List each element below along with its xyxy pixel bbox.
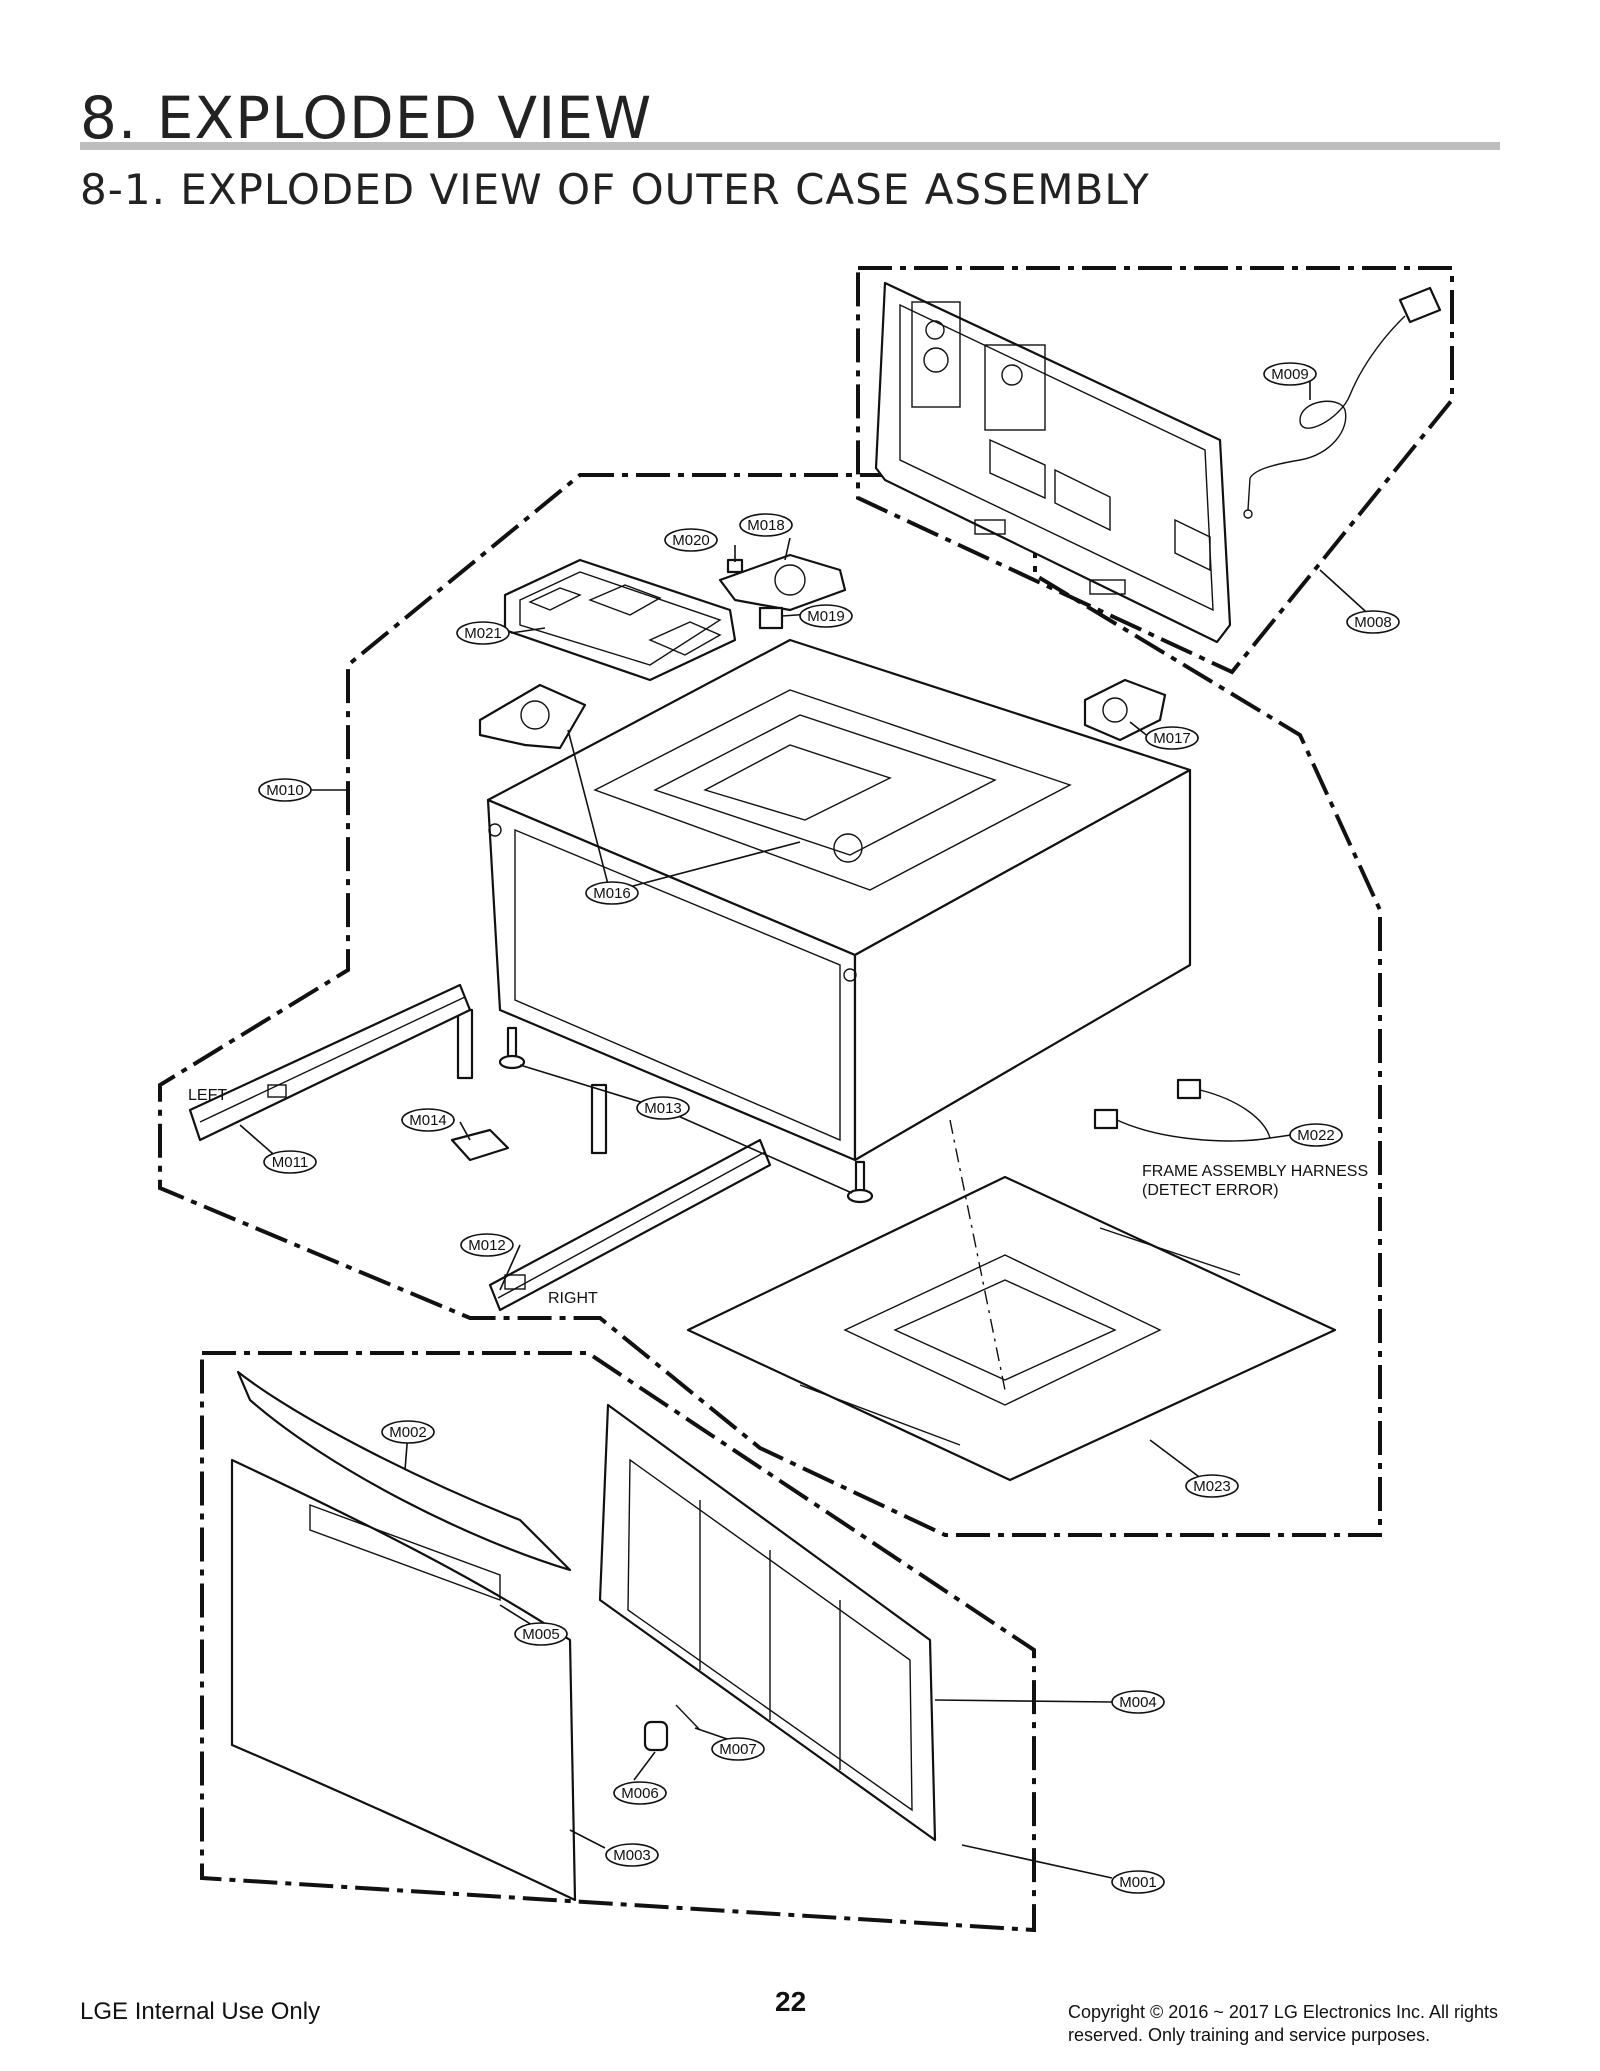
callout-M002: M002 [381, 1420, 435, 1444]
svg-text:M017: M017 [1153, 730, 1191, 747]
svg-text:M001: M001 [1119, 1874, 1157, 1891]
left-rail-label: LEFT [188, 1087, 228, 1104]
title-divider [80, 142, 1500, 150]
callout-M001: M001 [1111, 1870, 1165, 1894]
callout-M021: M021 [456, 621, 510, 645]
callout-M018: M018 [739, 513, 793, 537]
callout-M006: M006 [613, 1781, 667, 1805]
callout-M016: M016 [585, 881, 639, 905]
right-rail-label: RIGHT [548, 1290, 598, 1307]
svg-text:M006: M006 [621, 1785, 659, 1802]
drawer-frame-part [598, 1403, 937, 1842]
corner-bracket-part [1083, 678, 1167, 742]
svg-text:M013: M013 [644, 1100, 682, 1117]
svg-text:M016: M016 [593, 885, 631, 902]
cabinet-group-boundary [158, 473, 1382, 1537]
svg-text:M004: M004 [1119, 1694, 1157, 1711]
back-panel-group-boundary [856, 266, 1454, 675]
copyright-line-2: reserved. Only training and service purp… [1068, 2025, 1431, 2045]
power-cord-part [1243, 286, 1442, 519]
svg-text:M019: M019 [807, 608, 845, 625]
svg-text:M011: M011 [272, 1154, 308, 1171]
drawer-group-boundary [200, 1351, 1036, 1933]
centerline [949, 1119, 1006, 1391]
callout-M011: M011 [263, 1150, 317, 1174]
base-plate-part [686, 1175, 1337, 1482]
front-panel-part [230, 1458, 577, 1902]
callout-M004: M004 [1111, 1690, 1165, 1714]
back-panel-part [874, 281, 1232, 644]
svg-text:M010: M010 [266, 782, 304, 799]
callout-M013: M013 [636, 1096, 690, 1120]
svg-text:M023: M023 [1193, 1478, 1231, 1495]
wire-harness-part [1093, 1078, 1271, 1142]
cabinet-part [486, 638, 1192, 1162]
svg-text:M022: M022 [1297, 1127, 1335, 1144]
svg-text:M020: M020 [672, 532, 710, 549]
callout-M005: M005 [514, 1622, 568, 1646]
callout-M009: M009 [1263, 362, 1317, 386]
callout-M003: M003 [605, 1843, 659, 1867]
handle-trim-part [236, 1370, 572, 1572]
page-number: 22 [775, 1986, 807, 2017]
svg-text:M012: M012 [468, 1237, 506, 1254]
callout-M023: M023 [1185, 1474, 1239, 1498]
harness-label-line2: (DETECT ERROR) [1142, 1182, 1279, 1199]
svg-text:M009: M009 [1271, 366, 1309, 383]
drawer-knob-part [643, 1704, 701, 1752]
rail-bracket-part [456, 1008, 608, 1155]
callout-M014: M014 [401, 1108, 455, 1132]
slide-clip-part [450, 1128, 510, 1162]
callout-M010: M010 [258, 778, 312, 802]
page-title: 8. EXPLODED VIEW [80, 84, 653, 152]
svg-text:M007: M007 [719, 1741, 757, 1758]
svg-text:M002: M002 [389, 1424, 427, 1441]
callout-M017: M017 [1145, 726, 1199, 750]
left-rail-part [188, 983, 472, 1142]
left-bracket-part [478, 683, 587, 750]
section-title: 8-1. EXPLODED VIEW OF OUTER CASE ASSEMBL… [80, 165, 1150, 214]
callout-M007: M007 [711, 1737, 765, 1761]
svg-text:M014: M014 [409, 1112, 447, 1129]
svg-text:M003: M003 [613, 1847, 651, 1864]
top-plate-part [503, 558, 737, 682]
callout-M020: M020 [664, 528, 718, 552]
svg-text:M021: M021 [464, 625, 502, 642]
callout-M012: M012 [460, 1233, 514, 1257]
svg-text:M005: M005 [522, 1626, 560, 1643]
footer-internal-use: LGE Internal Use Only [80, 1998, 321, 2025]
callout-M022: M022 [1289, 1123, 1343, 1147]
leveling-foot-part [498, 1026, 874, 1204]
svg-text:M008: M008 [1354, 614, 1392, 631]
harness-label-line1: FRAME ASSEMBLY HARNESS [1142, 1163, 1369, 1180]
right-rail-part [488, 1138, 772, 1312]
hinge-bracket-part [718, 553, 847, 630]
svg-text:M018: M018 [747, 517, 785, 534]
callout-M008: M008 [1346, 610, 1400, 634]
callout-M019: M019 [799, 604, 853, 628]
copyright-line-1: Copyright © 2016 ~ 2017 LG Electronics I… [1068, 2002, 1498, 2022]
